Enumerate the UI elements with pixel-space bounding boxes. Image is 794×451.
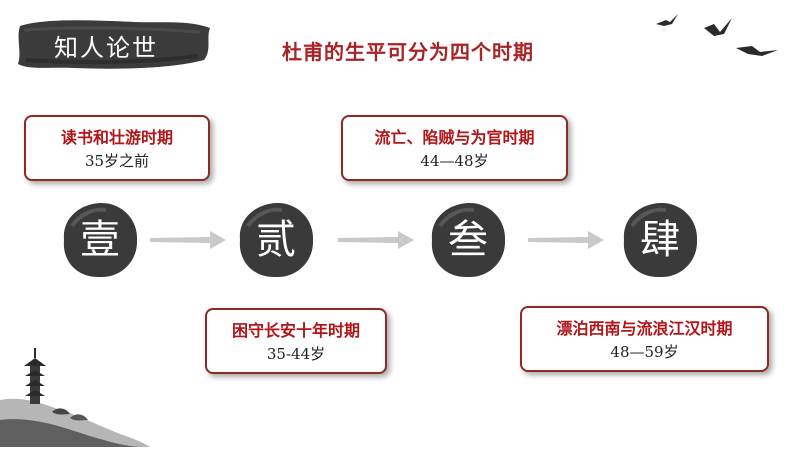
pagoda-landscape-icon	[0, 330, 150, 447]
section-header: 知人论世	[14, 16, 214, 74]
period-circle-1: 壹	[60, 200, 140, 280]
period-box-1: 读书和壮游时期 35岁之前	[24, 115, 210, 181]
header-title: 知人论世	[54, 34, 158, 62]
period-box-3: 流亡、陷贼与为官时期 44—48岁	[341, 115, 568, 181]
period-name: 困守长安十年时期	[231, 321, 360, 340]
period-years: 44—48岁	[420, 152, 489, 170]
period-years: 35岁之前	[84, 152, 150, 170]
period-name: 读书和壮游时期	[60, 128, 173, 147]
arrow-right-icon	[526, 228, 606, 252]
period-numeral: 壹	[80, 217, 120, 263]
period-numeral: 叁	[448, 217, 488, 263]
arrow-right-icon	[336, 228, 416, 252]
period-circle-2: 贰	[236, 200, 316, 280]
period-box-4: 漂泊西南与流浪江汉时期 48—59岁	[520, 306, 769, 372]
period-name: 漂泊西南与流浪江汉时期	[556, 319, 733, 338]
period-numeral: 肆	[640, 217, 680, 263]
period-numeral: 贰	[256, 217, 296, 263]
period-box-2: 困守长安十年时期 35-44岁	[205, 308, 387, 374]
period-years: 48—59岁	[610, 343, 679, 361]
period-years: 35-44岁	[266, 345, 326, 363]
arrow-right-icon	[148, 228, 228, 252]
period-name: 流亡、陷贼与为官时期	[374, 128, 535, 147]
period-circle-3: 叁	[428, 200, 508, 280]
birds-icon	[648, 8, 794, 64]
slide-title: 杜甫的生平可分为四个时期	[282, 40, 534, 64]
period-circle-4: 肆	[620, 200, 700, 280]
